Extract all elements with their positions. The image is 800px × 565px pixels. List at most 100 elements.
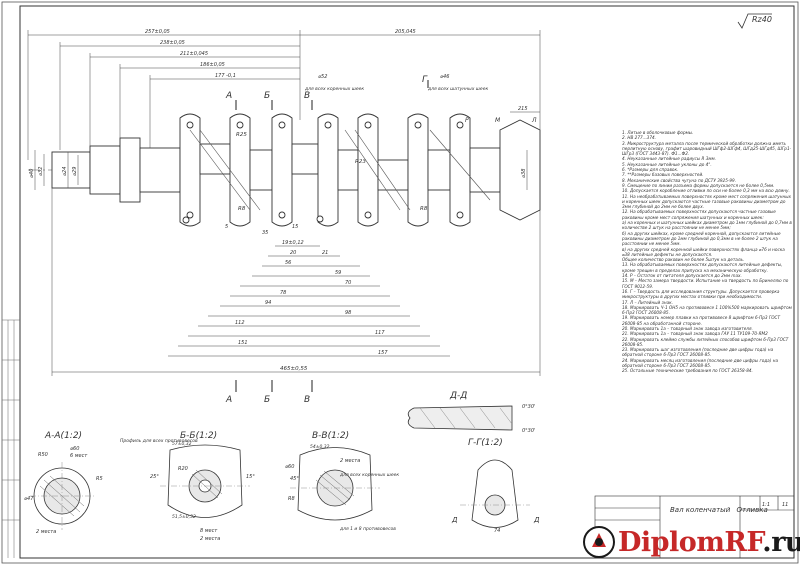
- gg-cut-d-left: Д: [451, 516, 458, 524]
- section-aa: [30, 462, 96, 530]
- dim-112: 112: [235, 320, 245, 326]
- dim-257: 257±0,05: [145, 29, 170, 35]
- requirement-item: в) на других средней коренной шейки пове…: [622, 246, 785, 257]
- dim-465: 465±0,55: [280, 366, 308, 372]
- bb-note-51: 51,5±0,32: [172, 514, 196, 520]
- aa-note-dia47: ⌀47: [24, 496, 34, 502]
- requirement-item: 1. Литые в оболочковые формы.: [622, 130, 694, 135]
- requirement-item: 3. Микроструктура металла после термичес…: [622, 140, 792, 157]
- label-p: Р: [465, 117, 469, 124]
- radius-r8-a: R8: [238, 206, 246, 212]
- dia-crank-journal: ⌀46: [440, 74, 449, 80]
- bb-note-25deg: 25°: [150, 474, 159, 480]
- section-bb-title: Б-Б(1:2): [180, 431, 217, 441]
- title-scale: 1:1: [762, 502, 770, 508]
- section-bb: [160, 444, 250, 518]
- requirement-item: 16. Г – Твердость для исследования струк…: [622, 288, 780, 300]
- vv-note-54: 54±0,32: [310, 444, 330, 450]
- section-vv: [290, 447, 380, 521]
- dim-211: 211±0,045: [180, 51, 208, 57]
- section-aa-title: А-А(1:2): [44, 431, 82, 441]
- requirement-item: 12. На обрабатываемых поверхностях допус…: [622, 209, 776, 220]
- dim-186: 186±0,05: [200, 62, 225, 68]
- dim-238: 238±0,05: [160, 40, 185, 46]
- dia-24: ⌀24: [62, 167, 68, 176]
- roughness-mark: Rz40: [737, 13, 772, 29]
- dia-main-journal: ⌀52: [318, 74, 327, 80]
- bb-note-8mest: 8 мест: [200, 528, 218, 534]
- label-l: Л: [531, 117, 537, 124]
- dim-59: 59: [335, 270, 341, 276]
- bb-note-r20: R20: [178, 466, 188, 472]
- requirement-item: 18. Маркировать Ч-1 ОН5 на противовесе 1…: [622, 304, 792, 316]
- vv-note-dia60: ⌀60: [285, 464, 294, 470]
- cut-b-bottom: Б: [264, 395, 270, 405]
- title-sheet-num: 11: [782, 502, 788, 508]
- cut-a-top: А: [225, 91, 232, 101]
- bb-note-15deg: 15°: [246, 474, 255, 480]
- requirement-item: 8. Механические свойства чугуна по ДСТУ …: [622, 177, 737, 183]
- dim-35: 35: [262, 230, 268, 236]
- requirement-item: 15. М – Место замера твердости. Испытани…: [622, 278, 789, 289]
- watermark-part1: Diplom: [618, 526, 725, 558]
- top-dimension-texts: 257±0,05 205,045 238±0,05 211±0,045 186±…: [145, 29, 537, 236]
- dim-19: 19±0,12: [282, 240, 304, 246]
- requirement-item: 21. Маркировать 1а – товарный знак завод…: [622, 331, 768, 337]
- section-dd: [407, 405, 513, 431]
- dia-main-note: для всех коренных шеек: [304, 87, 364, 92]
- cut-g-top: Г: [422, 75, 428, 85]
- requirement-item: б) на других шейках, кроме средней корен…: [622, 230, 781, 247]
- requirement-item: 14. Р – Остаток от питателя допускается …: [622, 273, 742, 279]
- title-block-name: Вал коленчатый Отливка: [670, 506, 768, 514]
- requirement-item: 25. Остальные технические требования по …: [622, 368, 753, 374]
- requirement-item: 7. **Размеры базовых поверхностей.: [622, 172, 704, 178]
- watermark-part2: RF: [724, 526, 763, 558]
- dim-157: 157: [378, 350, 388, 356]
- radius-r25: R25: [236, 132, 247, 138]
- requirement-item: 10. Допускается коробление отливки по ос…: [622, 188, 790, 194]
- aa-note-6mest: 6 мест: [70, 453, 88, 459]
- cut-a-bottom: А: [225, 395, 232, 405]
- requirement-item: 9. Смещение по линии разъема формы допус…: [622, 182, 775, 188]
- dim-78: 78: [280, 290, 286, 296]
- requirement-item: 19. Маркировать номер плавки на противов…: [622, 315, 781, 326]
- requirement-item: 24. Маркировать месяц изготовления (посл…: [622, 357, 779, 369]
- requirement-item: 17. Л – Литейный знак.: [622, 299, 673, 305]
- dim-205: 205,045: [395, 29, 416, 35]
- section-vv-title: В-В(1:2): [312, 431, 349, 441]
- dd-angle-2: 0°30': [522, 428, 535, 434]
- bottom-dimension-lines: [51, 186, 541, 376]
- vv-note-r8: R8: [288, 496, 295, 502]
- dim-20: 20: [290, 250, 296, 256]
- radius-r8-b: R8: [420, 206, 428, 212]
- requirement-item: 5. Неуказанные литейные уклоны до 4°.: [622, 161, 712, 167]
- sheet-frame: [19, 5, 795, 559]
- dd-angle-1: 0°30': [522, 404, 535, 410]
- requirement-item: Общее количество раковин не более 5штук …: [622, 257, 745, 263]
- gg-cut-d-right: Д: [533, 516, 540, 524]
- crankshaft-main-view: [28, 113, 541, 227]
- dia-40: ⌀40: [29, 169, 35, 178]
- dim-21: 21: [322, 250, 328, 256]
- requirement-item: 4. Неуказанные литейные радиусы R 3мм.: [622, 156, 717, 162]
- dia-crank-note: для всех шатунных шеек: [427, 87, 488, 92]
- requirement-item: 2. НВ 277...374.: [622, 135, 656, 141]
- dim-117: 117: [375, 330, 385, 336]
- cut-markers: [235, 80, 429, 392]
- dim-15: 15: [292, 224, 298, 230]
- vv-note-2mesta: 2 места: [340, 458, 360, 464]
- dia-38: ⌀38: [521, 169, 527, 178]
- aa-note-dia60: ⌀60: [70, 446, 79, 452]
- dim-56: 56: [285, 260, 291, 266]
- section-gg: [460, 459, 530, 528]
- requirement-item: 22. Маркировать клеймо службы литейных с…: [622, 336, 789, 347]
- requirement-item: а) на коренных и шатунных шейках диаметр…: [622, 220, 792, 231]
- bb-note-profile: Профиль для всех противовесов: [120, 438, 198, 444]
- roughness-text: Rz40: [752, 15, 772, 24]
- label-m: М: [495, 117, 501, 124]
- cut-v-top: В: [304, 91, 310, 101]
- vv-note-counter: для 1 и 8 противовесов: [339, 526, 396, 532]
- dim-215: 215: [518, 106, 528, 112]
